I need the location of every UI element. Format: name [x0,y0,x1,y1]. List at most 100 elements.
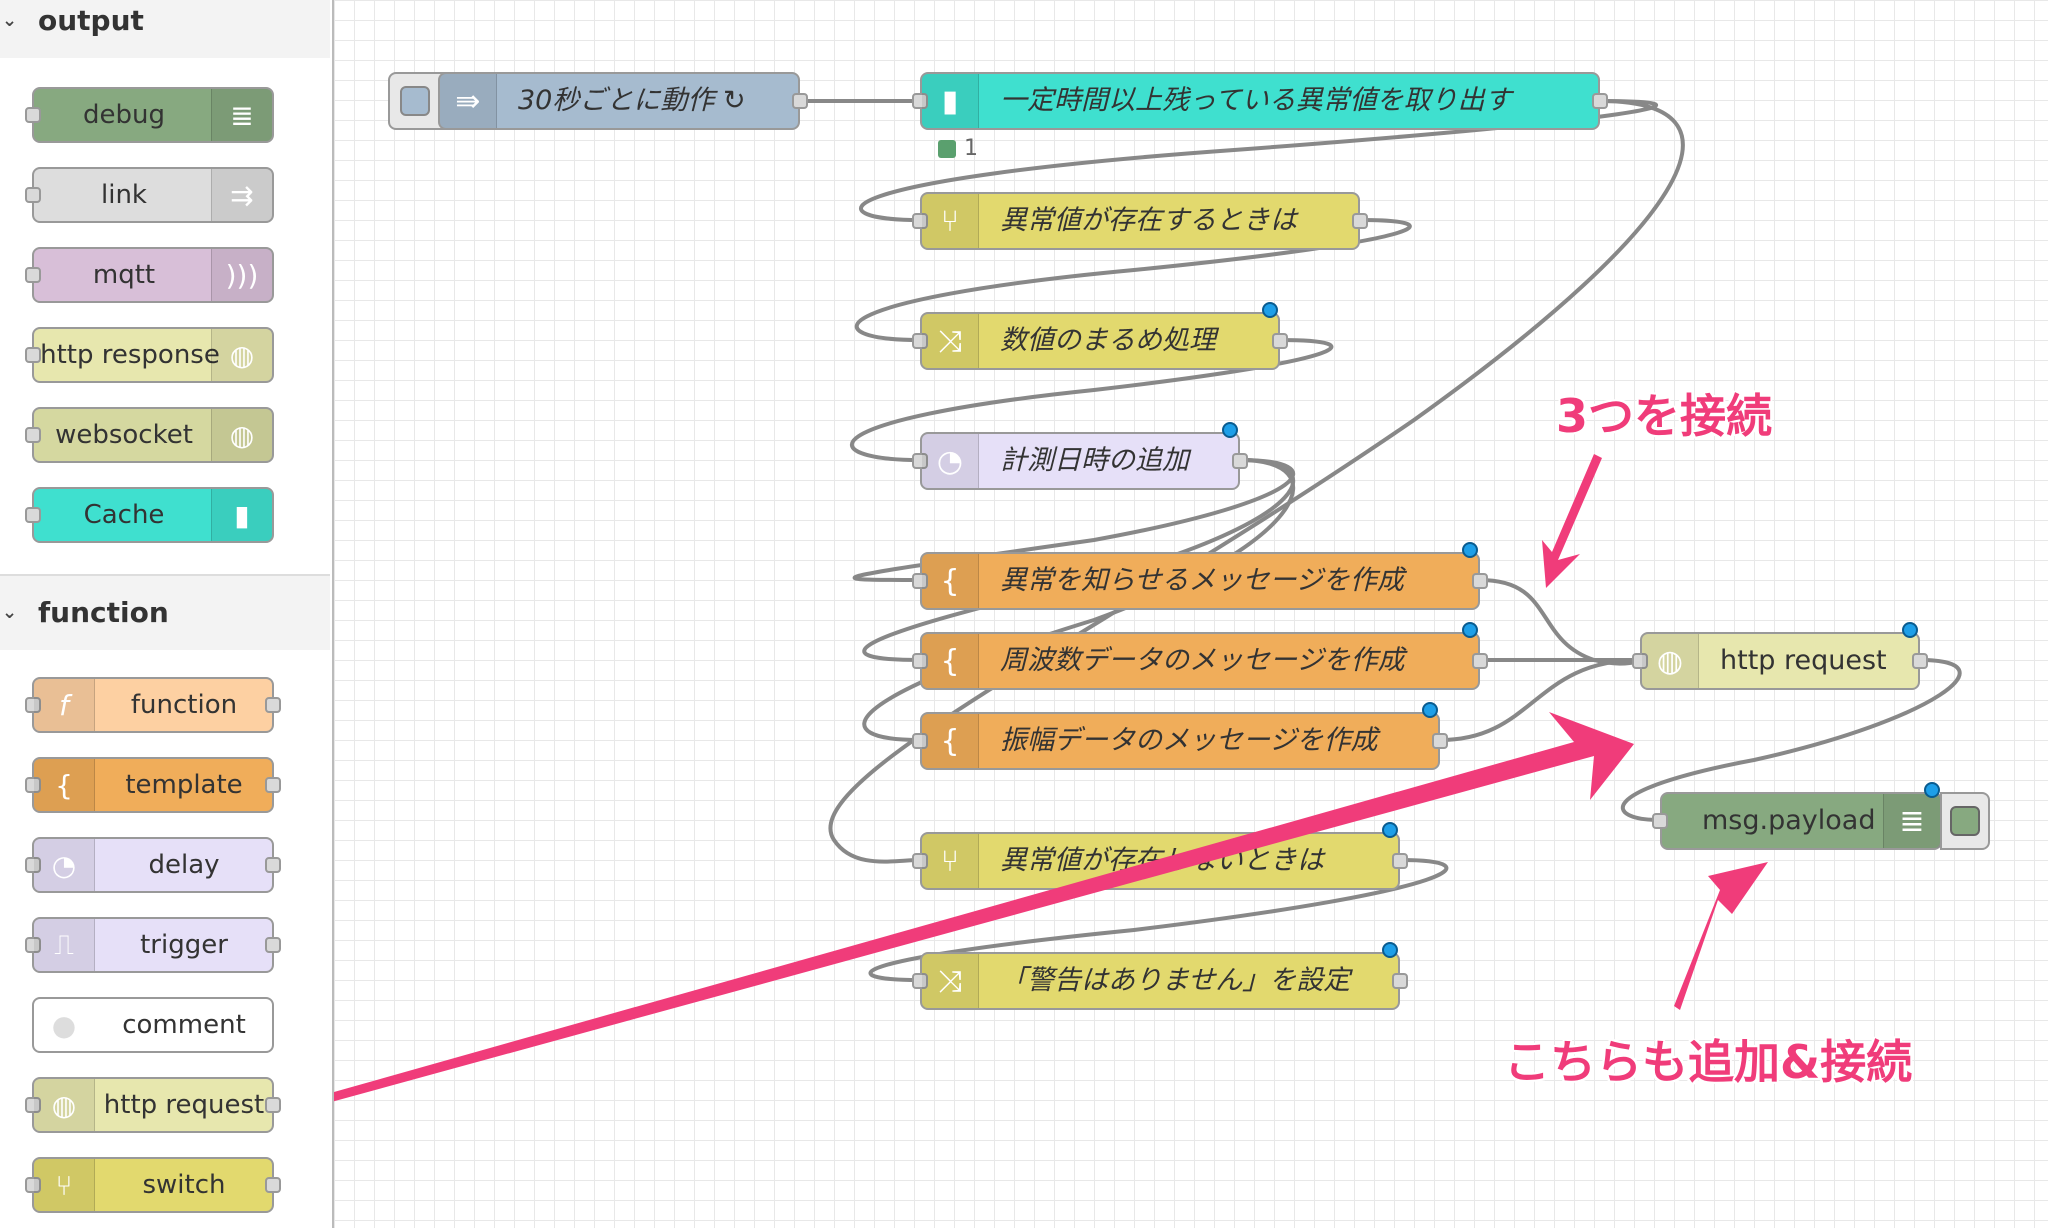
input-port [25,1097,41,1113]
brace-icon: { [922,554,979,608]
annotation-add-and-connect: こちらも追加&接続 [1504,1035,1913,1089]
input-port [25,427,41,443]
palette-node-http-request[interactable]: ◍ http request [25,1077,281,1133]
changed-badge [1462,542,1478,558]
node-debug[interactable]: msg.payload ≣ [1652,782,1942,850]
palette-category-output[interactable]: ⌄ output [0,0,330,58]
input-port[interactable] [912,93,928,109]
inject-trigger-icon [400,86,430,116]
input-port[interactable] [912,853,928,869]
globe-icon: ◍ [211,329,272,381]
annotation-arrows [334,454,1768,1102]
node-switch-exists[interactable]: ⑂ 異常値が存在するときは [912,192,1368,250]
wire [1620,658,1962,822]
node-inject[interactable]: ⇛ 30秒ごとに動作 ↻ [438,72,808,130]
input-port [25,857,41,873]
flow-workspace[interactable]: ⇛ 30秒ごとに動作 ↻ ▮ 一定時間以上残っている異常値を取り出す 1 ⑂ 異… [334,0,2048,1228]
link-out-icon: ⇉ [211,169,272,221]
input-port[interactable] [912,573,928,589]
output-port [265,1097,281,1113]
output-port[interactable] [1392,853,1408,869]
changed-badge [1462,622,1478,638]
output-port[interactable] [792,93,808,109]
input-port [25,107,41,123]
timer-icon: ◔ [922,434,979,488]
palette-node-link[interactable]: link ⇉ [25,167,274,223]
input-port[interactable] [912,653,928,669]
palette-node-cache[interactable]: Cache ▮ [25,487,274,543]
output-port[interactable] [1432,733,1448,749]
palette-node-template[interactable]: { template [25,757,281,813]
input-port [25,267,41,283]
output-port [265,1177,281,1193]
palette-node-websocket[interactable]: websocket ◍ [25,407,274,463]
output-port [265,777,281,793]
switch-icon: ⑂ [922,194,979,248]
palette-node-debug[interactable]: debug ≣ [25,87,274,143]
list-icon: ≣ [1883,794,1940,848]
changed-badge [1924,782,1940,798]
debug-toggle-button[interactable] [1940,792,1990,850]
globe-icon: ◍ [34,1079,95,1131]
input-port[interactable] [912,333,928,349]
database-icon: ▮ [922,74,979,128]
input-port[interactable] [912,733,928,749]
globe-icon: ◍ [211,409,272,461]
node-template-frequency[interactable]: { 周波数データのメッセージを作成 [912,622,1488,690]
broadcast-icon: ))) [211,249,272,301]
input-port [25,1177,41,1193]
input-port [25,937,41,953]
status-dot-icon [938,140,956,158]
palette-node-comment[interactable]: ● comment [32,997,274,1053]
input-port[interactable] [1652,813,1668,829]
input-port [25,347,41,363]
input-port[interactable] [1632,653,1648,669]
palette-node-switch[interactable]: ⑂ switch [25,1157,281,1213]
input-port [25,187,41,203]
node-delay-timestamp[interactable]: ◔ 計測日時の追加 [912,422,1248,490]
brace-icon: { [922,714,979,768]
output-port[interactable] [1912,653,1928,669]
annotation-arrow [1542,454,1602,588]
wire [862,458,1296,742]
palette-category-function[interactable]: ⌄ function [0,574,330,650]
input-port[interactable] [912,213,928,229]
output-port[interactable] [1232,453,1248,469]
wire [849,338,1334,462]
node-change-no-warning[interactable]: ⤨ 「警告はありません」を設定 [912,942,1408,1010]
changed-badge [1382,942,1398,958]
input-port[interactable] [912,973,928,989]
node-http-request[interactable]: ◍ http request [1632,622,1928,690]
palette-node-function[interactable]: f function [25,677,281,733]
output-port[interactable] [1392,973,1408,989]
changed-badge [1902,622,1918,638]
changed-badge [1422,702,1438,718]
palette-node-http-response[interactable]: http response ◍ [25,327,274,383]
palette-node-delay[interactable]: ◔ delay [25,837,281,893]
palette-node-mqtt[interactable]: mqtt ))) [25,247,274,303]
shuffle-icon: ⤨ [922,954,979,1008]
wire [858,99,1659,222]
input-port[interactable] [912,453,928,469]
output-port[interactable] [1592,93,1608,109]
node-template-alert[interactable]: { 異常を知らせるメッセージを作成 [912,542,1488,610]
node-cache[interactable]: ▮ 一定時間以上残っている異常値を取り出す [912,72,1608,130]
node-change-round[interactable]: ⤨ 数値のまるめ処理 [912,302,1288,370]
annotation-arrow [1674,862,1768,1010]
node-palette: ⌄ output debug ≣ link ⇉ mqtt ))) http re… [0,0,334,1228]
output-port[interactable] [1352,213,1368,229]
output-port [265,857,281,873]
output-port[interactable] [1272,333,1288,349]
chevron-down-icon: ⌄ [2,602,18,623]
output-port[interactable] [1472,573,1488,589]
output-port[interactable] [1472,653,1488,669]
arrow-right-icon: ⇛ [440,74,497,128]
brace-icon: { [34,759,95,811]
status-text: 1 [964,136,978,161]
globe-icon: ◍ [1642,634,1699,688]
brace-icon: { [922,634,979,688]
input-port [25,777,41,793]
node-template-amplitude[interactable]: { 振幅データのメッセージを作成 [912,702,1448,770]
input-port [25,507,41,523]
palette-node-trigger[interactable]: ⎍ trigger [25,917,281,973]
